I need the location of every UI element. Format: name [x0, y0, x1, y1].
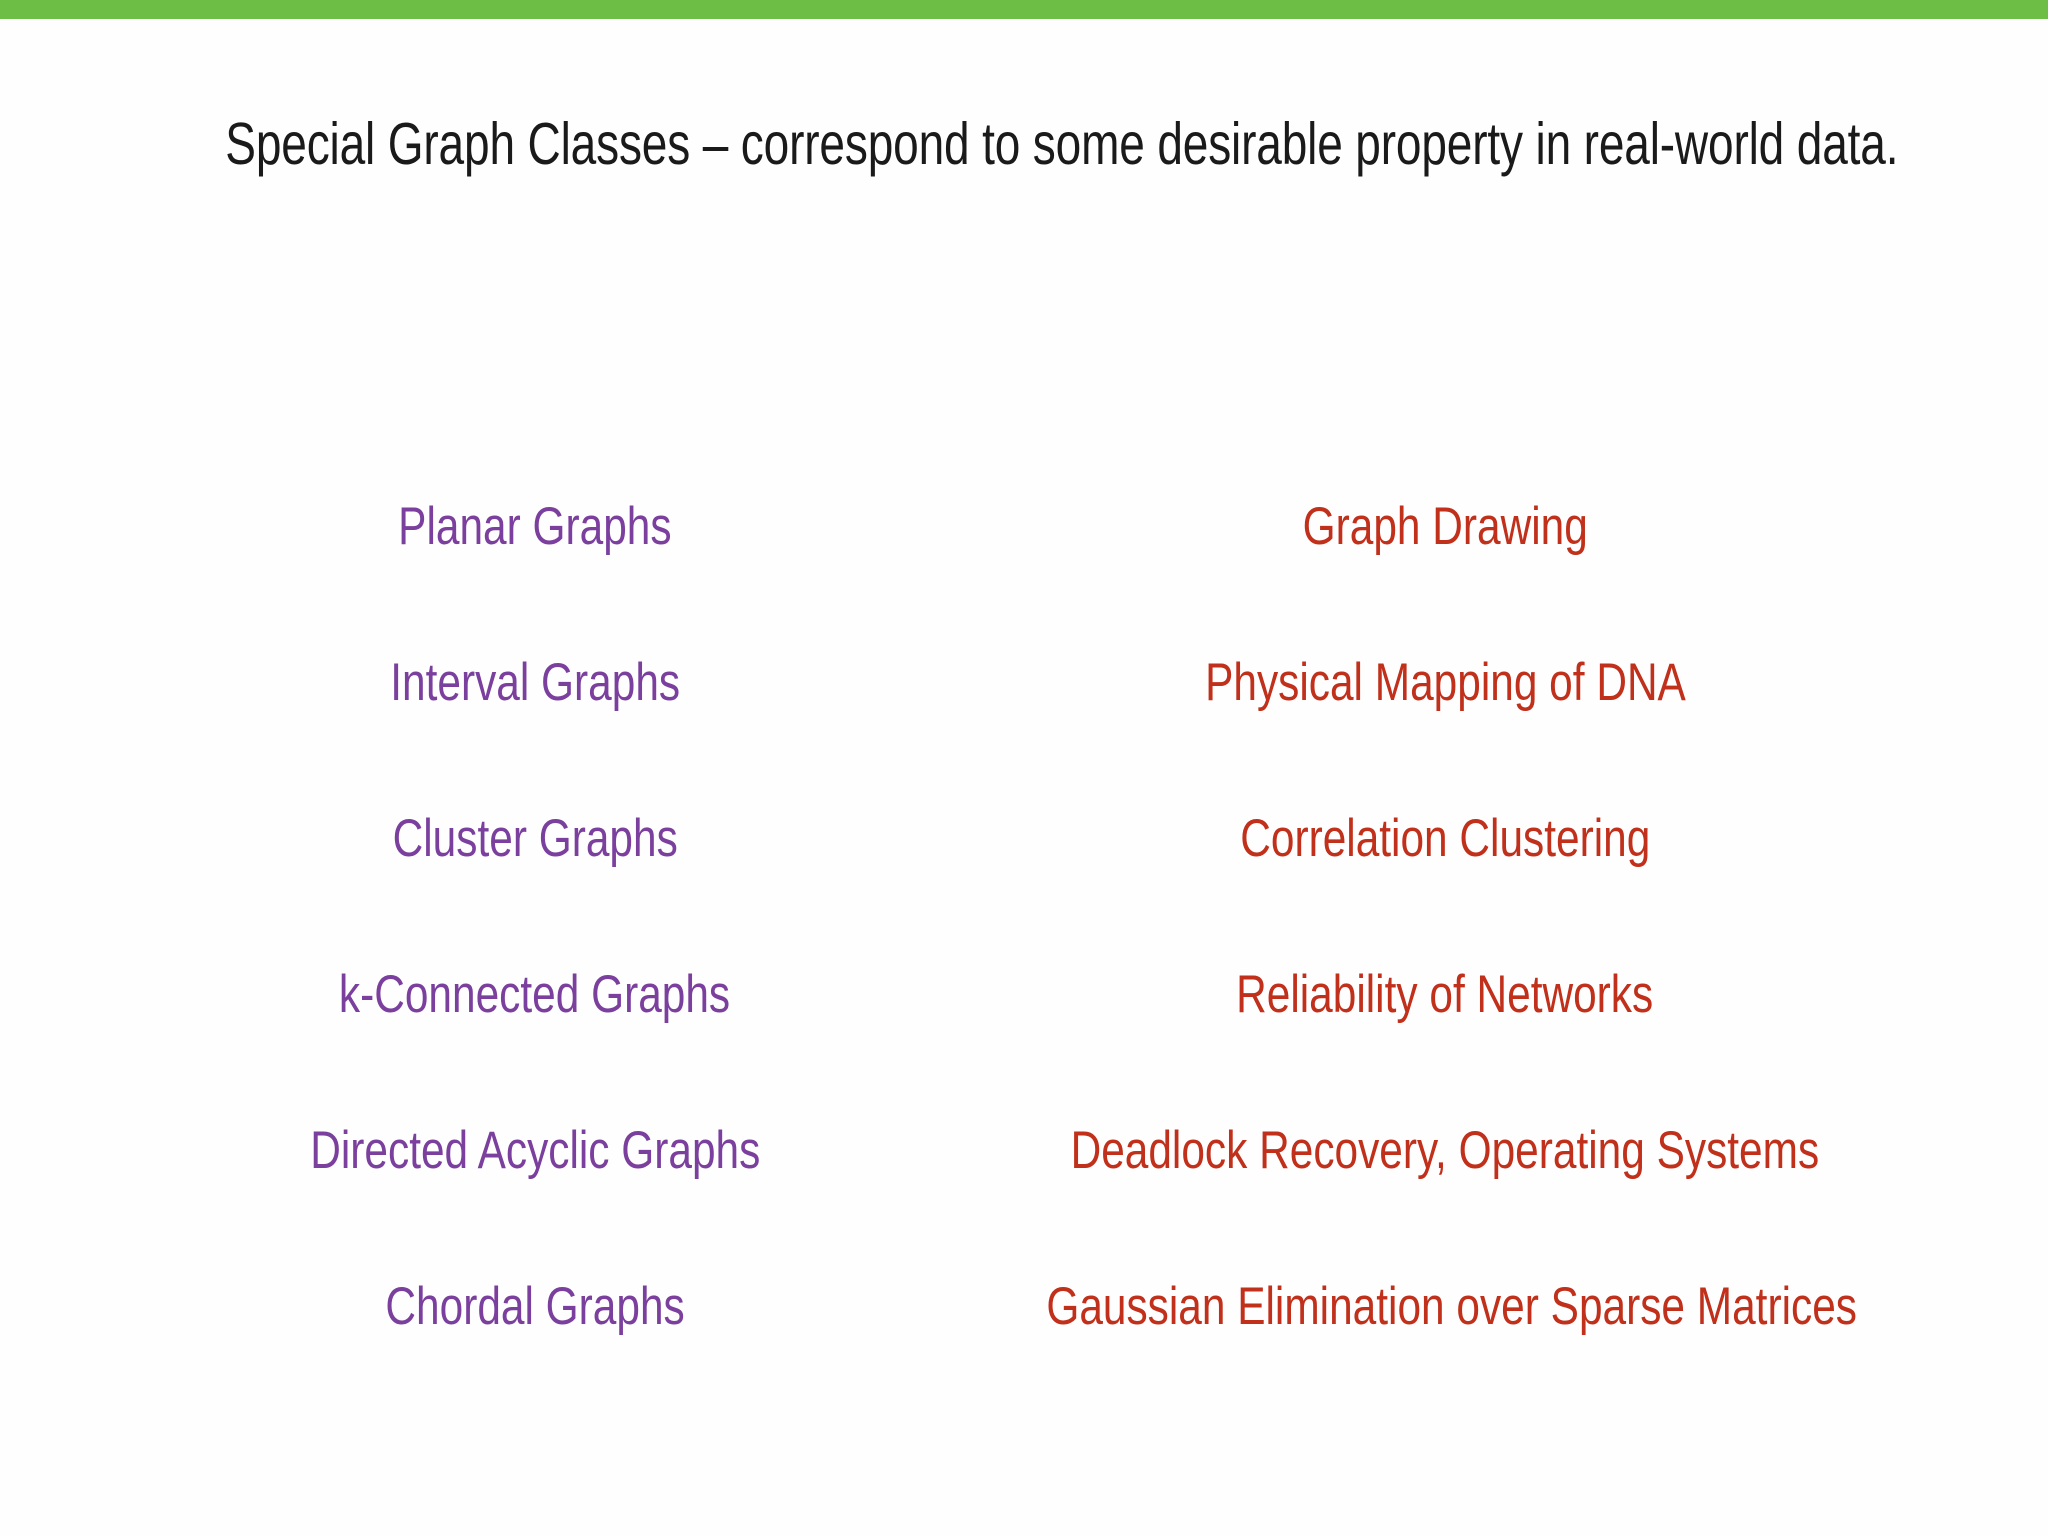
application-label: Reliability of Networks [945, 968, 1945, 1021]
graph-class-text: k-Connected Graphs [339, 965, 731, 1024]
application-text: Reliability of Networks [1236, 965, 1654, 1024]
mapping-row: Chordal Graphs Gaussian Elimination over… [0, 1280, 2048, 1436]
slide-title: Special Graph Classes – correspond to so… [225, 111, 1899, 177]
graph-class-text: Interval Graphs [390, 653, 680, 712]
graph-class-application-mapping: Planar Graphs Graph Drawing Interval Gra… [0, 500, 2048, 1436]
mapping-row: Interval Graphs Physical Mapping of DNA [0, 656, 2048, 812]
application-text: Deadlock Recovery, Operating Systems [1070, 1121, 1820, 1180]
application-label: Correlation Clustering [945, 812, 1945, 865]
graph-class-label: Interval Graphs [125, 656, 945, 709]
graph-class-label: Planar Graphs [125, 500, 945, 553]
graph-class-label: Cluster Graphs [125, 812, 945, 865]
graph-class-text: Chordal Graphs [385, 1277, 685, 1336]
graph-class-label: Directed Acyclic Graphs [125, 1124, 945, 1177]
application-text: Graph Drawing [1302, 497, 1588, 556]
application-text: Gaussian Elimination over Sparse Matrice… [1046, 1277, 1857, 1336]
mapping-row: Planar Graphs Graph Drawing [0, 500, 2048, 656]
application-label: Deadlock Recovery, Operating Systems [945, 1124, 1945, 1177]
graph-class-label: Chordal Graphs [125, 1280, 945, 1333]
application-text: Correlation Clustering [1239, 809, 1651, 868]
graph-class-text: Cluster Graphs [392, 809, 678, 868]
graph-class-label: k-Connected Graphs [125, 968, 945, 1021]
mapping-row: Directed Acyclic Graphs Deadlock Recover… [0, 1124, 2048, 1280]
mapping-row: k-Connected Graphs Reliability of Networ… [0, 968, 2048, 1124]
mapping-row: Cluster Graphs Correlation Clustering [0, 812, 2048, 968]
application-label: Graph Drawing [945, 500, 1945, 553]
application-label: Physical Mapping of DNA [945, 656, 1945, 709]
application-label: Gaussian Elimination over Sparse Matrice… [945, 1280, 1958, 1333]
graph-class-text: Directed Acyclic Graphs [309, 1121, 761, 1180]
application-text: Physical Mapping of DNA [1204, 653, 1686, 712]
top-accent-bar [0, 0, 2048, 19]
graph-class-text: Planar Graphs [398, 497, 672, 556]
